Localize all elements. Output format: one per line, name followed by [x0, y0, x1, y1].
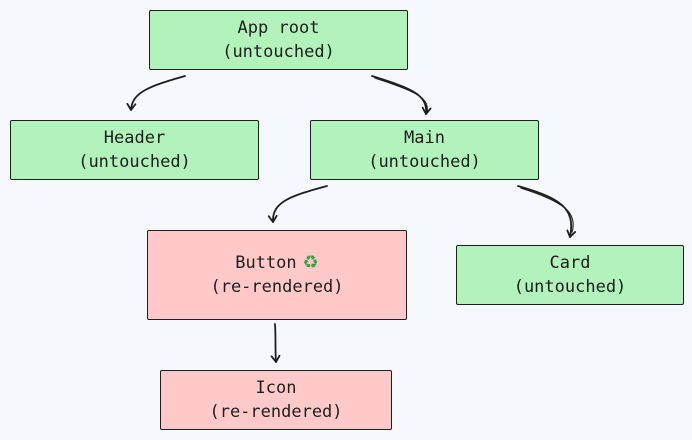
node-header-status: (untouched) — [78, 152, 191, 172]
node-icon: Icon (re-rendered) — [160, 370, 392, 430]
node-main-status: (untouched) — [368, 152, 481, 172]
node-app-root: App root (untouched) — [149, 10, 408, 70]
node-button-status: (re-rendered) — [210, 277, 344, 297]
node-button-label: Button — [235, 253, 297, 273]
node-card-label: Card — [549, 253, 591, 273]
edge-app-root-to-main — [371, 75, 432, 115]
node-card: Card (untouched) — [456, 245, 684, 305]
node-button-title-row: Button♻ — [235, 251, 319, 275]
node-app-root-status: (untouched) — [222, 42, 335, 62]
node-icon-status: (re-rendered) — [209, 402, 343, 422]
node-main-label: Main — [404, 128, 445, 148]
node-app-root-label: App root — [237, 18, 320, 38]
recycle-icon: ♻ — [302, 252, 319, 273]
edge-app-root-to-main-sketch — [374, 77, 428, 113]
node-icon-label: Icon — [255, 378, 297, 398]
node-card-status: (untouched) — [513, 277, 627, 297]
edge-main-to-card-sketch — [520, 187, 574, 233]
node-main: Main (untouched) — [310, 120, 539, 180]
edge-button-to-icon — [270, 323, 281, 363]
edge-main-to-button — [267, 185, 328, 223]
edge-app-root-to-header — [126, 75, 186, 111]
edge-main-to-card — [517, 185, 577, 238]
node-button: Button♻ (re-rendered) — [147, 230, 407, 320]
node-header: Header (untouched) — [10, 120, 259, 180]
node-header-label: Header — [103, 128, 166, 148]
